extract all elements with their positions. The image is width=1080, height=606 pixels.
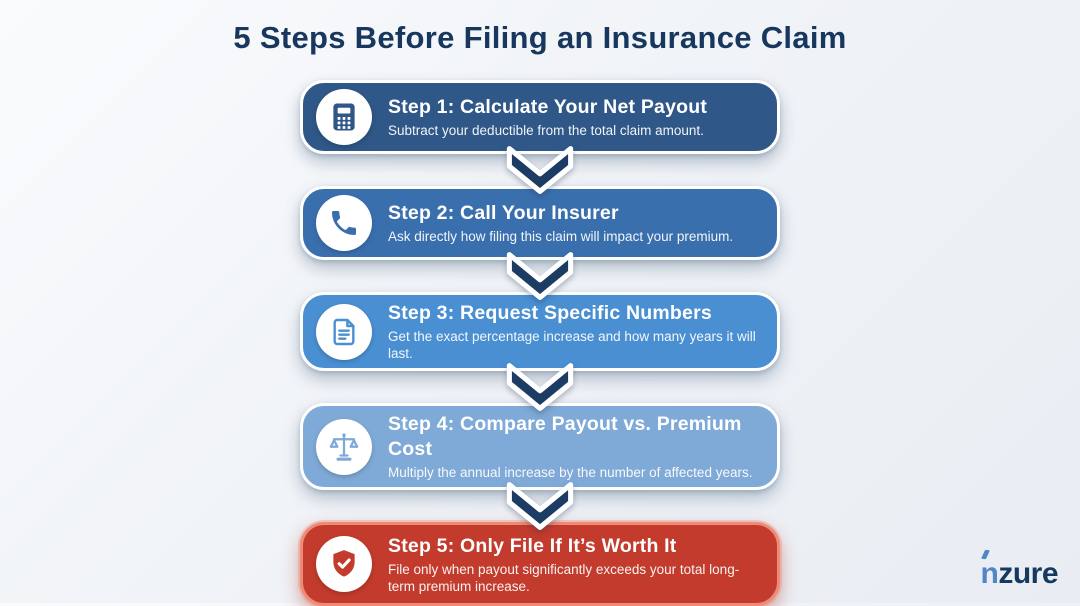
- step-card-5: Step 5: Only File If It’s Worth It File …: [300, 522, 780, 606]
- step-3-text: Step 3: Request Specific Numbers Get the…: [388, 301, 757, 362]
- arrow-down-icon: [506, 482, 574, 530]
- step-1-description: Subtract your deductible from the total …: [388, 123, 704, 138]
- step-card-3: Step 3: Request Specific Numbers Get the…: [300, 292, 780, 371]
- step-2-description: Ask directly how filing this claim will …: [388, 229, 734, 244]
- calculator-icon: [333, 103, 355, 131]
- step-1-text: Step 1: Calculate Your Net Payout Subtra…: [388, 95, 707, 139]
- step-4-description: Multiply the annual increase by the numb…: [388, 465, 753, 480]
- step-3-title: Step 3: Request Specific Numbers: [388, 302, 712, 324]
- step-card-1: Step 1: Calculate Your Net Payout Subtra…: [300, 80, 780, 154]
- step-1-title: Step 1: Calculate Your Net Payout: [388, 96, 708, 118]
- steps-stack: Step 1: Calculate Your Net Payout Subtra…: [300, 80, 780, 606]
- step-3-description: Get the exact percentage increase and ho…: [388, 329, 756, 361]
- brand-logo: nzure: [980, 557, 1058, 591]
- step-5-title: Step 5: Only File If It’s Worth It: [388, 534, 677, 557]
- brand-logo-suffix: zure: [998, 557, 1058, 590]
- infographic-title: 5 Steps Before Filing an Insurance Claim: [233, 20, 847, 55]
- arrow-down-icon: [506, 252, 574, 300]
- step-4-icon-circle: [316, 418, 372, 475]
- document-icon: [333, 318, 355, 345]
- step-1-icon-circle: [316, 89, 372, 145]
- step-5-icon-circle: [316, 536, 372, 592]
- step-card-2: Step 2: Call Your Insurer Ask directly h…: [300, 186, 780, 260]
- step-card-4: Step 4: Compare Payout vs. Premium Cost …: [300, 403, 780, 490]
- step-5-text: Step 5: Only File If It’s Worth It File …: [388, 534, 757, 595]
- step-5-description: File only when payout significantly exce…: [388, 561, 740, 594]
- step-2-title: Step 2: Call Your Insurer: [388, 202, 619, 224]
- arrow-down-icon: [506, 363, 574, 411]
- scale-icon: [329, 432, 359, 461]
- step-2-icon-circle: [316, 195, 372, 251]
- phone-icon: [332, 211, 356, 235]
- step-3-icon-circle: [316, 303, 372, 360]
- shield-check-icon: [333, 550, 355, 577]
- brand-logo-prefix: n: [980, 557, 999, 590]
- step-4-text: Step 4: Compare Payout vs. Premium Cost …: [388, 412, 757, 481]
- arrow-down-icon: [506, 146, 574, 194]
- step-2-text: Step 2: Call Your Insurer Ask directly h…: [388, 201, 733, 245]
- step-4-title: Step 4: Compare Payout vs. Premium Cost: [388, 413, 742, 460]
